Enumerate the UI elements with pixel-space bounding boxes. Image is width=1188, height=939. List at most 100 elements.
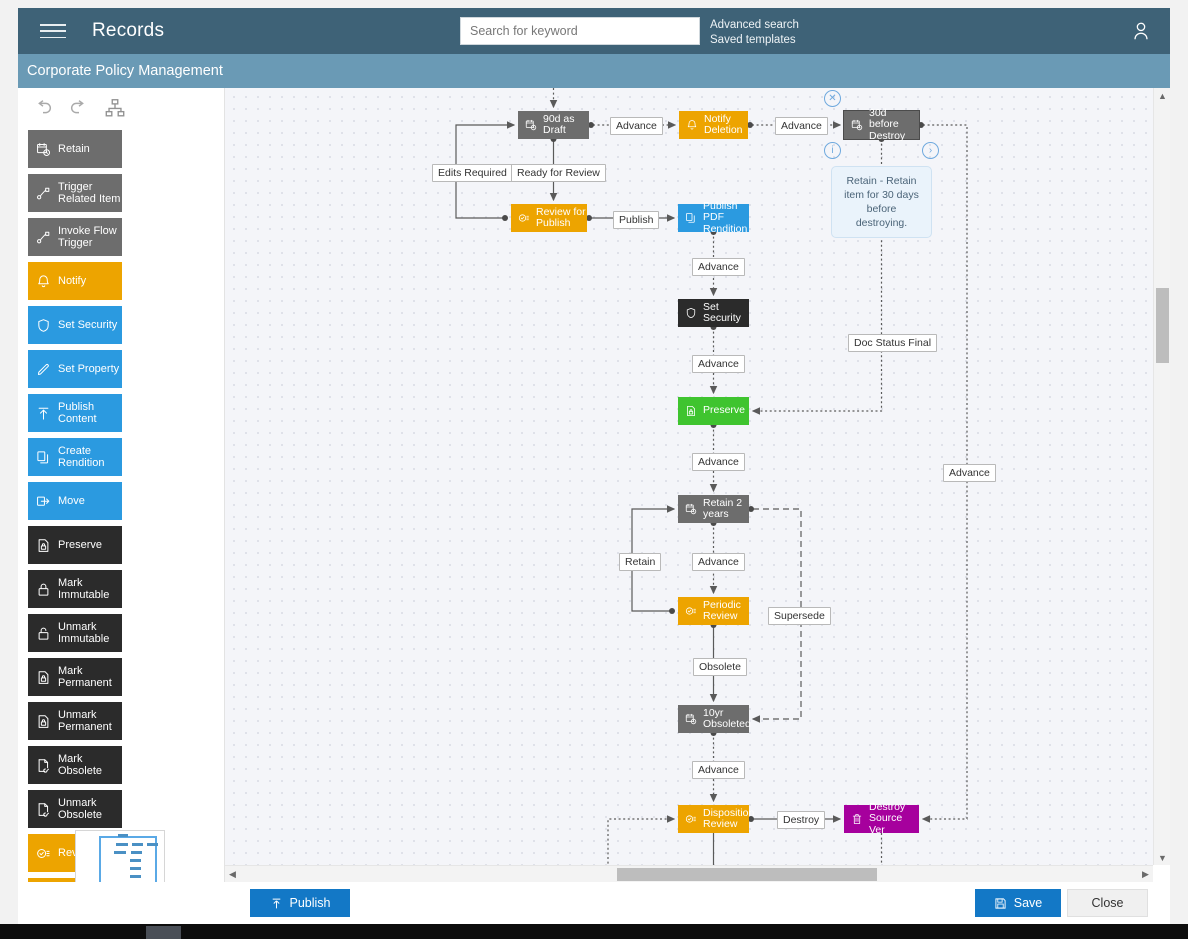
- palette-tile-label: Set Security: [58, 318, 118, 331]
- palette-tile-publish-content[interactable]: Publish Content: [28, 394, 122, 432]
- edge-label[interactable]: Destroy: [777, 811, 826, 829]
- hamburger-icon[interactable]: [36, 20, 70, 42]
- workflow-node-n11[interactable]: Disposition Review: [678, 805, 754, 833]
- workflow-edge: [607, 815, 676, 865]
- palette-tile-label: Publish Content: [58, 400, 97, 426]
- workflow-node-label: Set Security: [703, 300, 741, 324]
- edge-label[interactable]: Advance: [692, 761, 745, 779]
- edge-label[interactable]: Advance: [775, 117, 828, 135]
- undo-icon[interactable]: [32, 97, 54, 119]
- edge-label[interactable]: Supersede: [768, 607, 831, 625]
- palette-tile-mark-permanent[interactable]: Mark Permanent: [28, 658, 122, 696]
- edge-port[interactable]: [502, 215, 508, 221]
- doc-obsolete-icon: [36, 758, 51, 773]
- workflow-node-label: Notify Deletion: [704, 112, 743, 136]
- search-input[interactable]: [460, 17, 700, 45]
- scroll-left-arrow[interactable]: ◀: [229, 869, 236, 879]
- workflow-node-n10[interactable]: 10yr Obsoleted: [678, 705, 751, 733]
- trash-icon: [851, 813, 863, 825]
- close-label: Close: [1091, 896, 1124, 910]
- palette-tile-unmark-permanent[interactable]: Unmark Permanent: [28, 702, 122, 740]
- edge-label[interactable]: Edits Required: [432, 164, 513, 182]
- calendar-clock-icon: [685, 713, 697, 725]
- scroll-down-arrow[interactable]: ▼: [1158, 852, 1167, 863]
- scroll-right-arrow[interactable]: ▶: [1142, 869, 1149, 879]
- edge-port[interactable]: [586, 215, 592, 221]
- edge-label[interactable]: Advance: [692, 453, 745, 471]
- palette-tile-unmark-immutable[interactable]: Unmark Immutable: [28, 614, 122, 652]
- palette-tile-move[interactable]: Move: [28, 482, 122, 520]
- workflow-node-n4[interactable]: Review for Publish: [511, 204, 587, 232]
- bell-icon: [686, 119, 698, 131]
- workflow-node-n9[interactable]: Periodic Review: [678, 597, 749, 625]
- edge-label[interactable]: Publish: [613, 211, 660, 229]
- palette-tile-invoke-flow-trigger[interactable]: Invoke Flow Trigger: [28, 218, 122, 256]
- workflow-canvas-container: 90d as Draft Notify Deletion 30d before De…: [225, 88, 1170, 882]
- vertical-scroll-thumb[interactable]: [1156, 288, 1169, 363]
- palette-toolbar: [18, 88, 224, 120]
- taskbar-item[interactable]: [146, 926, 181, 939]
- publish-button[interactable]: Publish: [250, 889, 350, 917]
- minimap-node: [132, 843, 143, 846]
- workflow-node-n8[interactable]: Retain 2 years: [678, 495, 749, 523]
- workflow-node-n6[interactable]: Set Security: [678, 299, 749, 327]
- header-links: Advanced search Saved templates: [710, 18, 799, 48]
- workflow-node-n1[interactable]: 90d as Draft: [518, 111, 589, 139]
- edge-port[interactable]: [747, 122, 753, 128]
- palette-tile-preserve[interactable]: Preserve: [28, 526, 122, 564]
- palette-tile-notify[interactable]: Notify: [28, 262, 122, 300]
- edge-port[interactable]: [588, 122, 594, 128]
- save-label: Save: [1013, 896, 1043, 910]
- canvas-horizontal-scrollbar[interactable]: ◀ ▶: [225, 865, 1153, 882]
- palette-tile-set-property[interactable]: Set Property: [28, 350, 122, 388]
- edge-label[interactable]: Advance: [692, 258, 745, 276]
- workflow-node-n3[interactable]: 30d before Destroy: [844, 107, 919, 141]
- minimap-node: [130, 875, 141, 878]
- edge-port[interactable]: [669, 608, 675, 614]
- edge-port[interactable]: [748, 506, 754, 512]
- palette-tile-set-security[interactable]: Set Security: [28, 306, 122, 344]
- canvas-vertical-scrollbar[interactable]: ▲ ▼: [1153, 88, 1170, 865]
- workflow-node-n7[interactable]: Preserve: [678, 397, 749, 425]
- palette-tile-mark-obsolete[interactable]: Mark Obsolete: [28, 746, 122, 784]
- scroll-up-arrow[interactable]: ▲: [1158, 90, 1167, 101]
- edge-label[interactable]: Retain: [619, 553, 662, 571]
- edge-label[interactable]: Advance: [692, 355, 745, 373]
- workflow-node-label: 30d before Destroy: [869, 106, 906, 142]
- save-button[interactable]: Save: [975, 889, 1061, 917]
- workflow-node-n5[interactable]: Publish PDF Rendition: [678, 200, 749, 234]
- palette-tile-unmark-obsolete[interactable]: Unmark Obsolete: [28, 790, 122, 828]
- horizontal-scroll-thumb[interactable]: [617, 868, 877, 881]
- review-check-icon: [36, 846, 51, 861]
- saved-templates-link[interactable]: Saved templates: [710, 34, 796, 46]
- info-node-button[interactable]: i: [824, 142, 841, 159]
- workflow-node-label: Periodic Review: [703, 598, 741, 622]
- auto-layout-icon[interactable]: [104, 97, 126, 119]
- palette-tile-trigger-related-item[interactable]: Trigger Related Item: [28, 174, 122, 212]
- palette-tile-create-rendition[interactable]: Create Rendition: [28, 438, 122, 476]
- edge-port[interactable]: [918, 122, 924, 128]
- edge-label[interactable]: Doc Status Final: [848, 334, 938, 352]
- delete-node-button[interactable]: ✕: [824, 90, 841, 107]
- palette-tile-mark-immutable[interactable]: Mark Immutable: [28, 570, 122, 608]
- advanced-search-link[interactable]: Advanced search: [710, 19, 799, 31]
- edge-label[interactable]: Ready for Review: [511, 164, 606, 182]
- edge-label[interactable]: Advance: [692, 553, 745, 571]
- workflow-canvas[interactable]: 90d as Draft Notify Deletion 30d before De…: [225, 88, 1153, 865]
- edge-label[interactable]: Advance: [943, 464, 996, 482]
- edge-port[interactable]: [748, 816, 754, 822]
- workflow-node-n12[interactable]: Destroy Source Ver: [844, 801, 919, 835]
- workflow-node-n2[interactable]: Notify Deletion: [679, 111, 748, 139]
- palette-tile-retain[interactable]: Retain: [28, 130, 122, 168]
- edge-label[interactable]: Obsolete: [693, 658, 748, 676]
- user-icon[interactable]: [1130, 20, 1152, 42]
- edge-label[interactable]: Advance: [610, 117, 663, 135]
- next-node-button[interactable]: ›: [922, 142, 939, 159]
- palette-tile-label: Notify: [58, 274, 87, 287]
- close-button[interactable]: Close: [1067, 889, 1148, 917]
- redo-icon[interactable]: [68, 97, 90, 119]
- minimap-node: [130, 867, 141, 870]
- minimap-node: [118, 834, 128, 837]
